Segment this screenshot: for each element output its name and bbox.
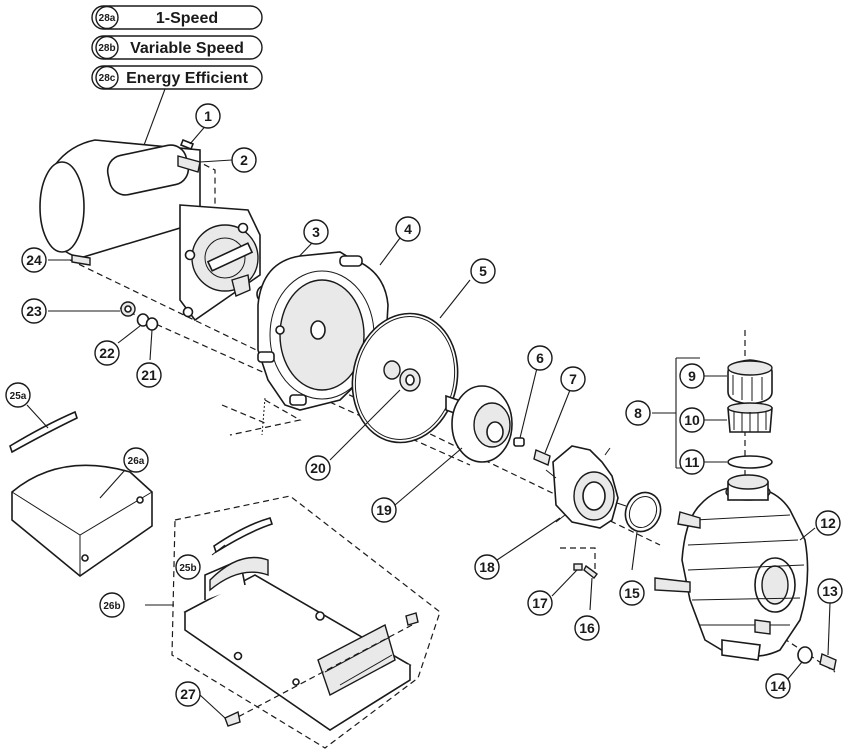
svg-text:25b: 25b: [179, 563, 196, 574]
callout-18: 18: [474, 554, 500, 580]
callout-17: 17: [527, 590, 553, 616]
part-6-7-fasteners: [513, 367, 571, 466]
callout-24: 24: [21, 247, 47, 273]
callout-20: 20: [305, 455, 331, 481]
svg-text:26b: 26b: [103, 601, 120, 612]
part-25a-strap: [9, 404, 78, 454]
svg-text:22: 22: [99, 345, 115, 361]
callout-2: 2: [231, 147, 257, 173]
svg-text:14: 14: [770, 678, 786, 694]
svg-text:26a: 26a: [128, 456, 145, 467]
callout-7: 7: [560, 366, 586, 392]
svg-text:23: 23: [26, 303, 42, 319]
part-15-gasket: [624, 491, 662, 571]
callout-21: 21: [136, 362, 162, 388]
callout-26b: 26b: [99, 592, 125, 618]
part-18-diffuser: [496, 445, 627, 561]
svg-text:16: 16: [579, 620, 595, 636]
legend-code: 28c: [99, 73, 116, 84]
callout-22: 22: [94, 340, 120, 366]
leader-27: [199, 694, 226, 719]
svg-text:24: 24: [26, 252, 42, 268]
callout-23: 23: [21, 298, 47, 324]
svg-text:9: 9: [688, 368, 696, 384]
part-20-shaft-seal: [329, 360, 421, 461]
callout-9: 9: [679, 363, 705, 389]
callout-3: 3: [303, 219, 329, 245]
part-26b-base: [145, 495, 441, 749]
legend-code: 28a: [99, 13, 116, 24]
motor: [39, 139, 261, 322]
svg-text:5: 5: [479, 263, 487, 279]
svg-text:15: 15: [624, 585, 640, 601]
part-25b-strap: [211, 517, 274, 556]
callout-11: 11: [679, 449, 705, 475]
part-13-14-drain: [786, 602, 837, 681]
svg-text:20: 20: [310, 460, 326, 476]
part-1-2-hardware: [177, 122, 233, 173]
callout-15: 15: [619, 580, 645, 606]
callout-8: 8: [625, 400, 651, 426]
svg-text:27: 27: [180, 686, 196, 702]
svg-text:18: 18: [479, 559, 495, 575]
legend-label: 1-Speed: [156, 10, 218, 27]
svg-text:17: 17: [532, 595, 548, 611]
svg-text:25a: 25a: [10, 391, 27, 402]
svg-text:12: 12: [820, 515, 836, 531]
callout-13: 13: [817, 578, 843, 604]
svg-text:4: 4: [404, 221, 412, 237]
svg-text:8: 8: [634, 405, 642, 421]
callout-4: 4: [395, 216, 421, 242]
callout-1: 1: [195, 103, 221, 129]
callout-16: 16: [574, 615, 600, 641]
callout-6: 6: [527, 345, 553, 371]
callout-25b: 25b: [175, 554, 201, 580]
strainer-parts: [652, 357, 773, 469]
legend-label: Energy Efficient: [126, 70, 248, 87]
legend-code: 28b: [98, 43, 115, 54]
callout-27: 27: [175, 681, 201, 707]
callouts: 1 2 3 4 5 6 7 8 9 10 11 12 13 14 15 16 1…: [5, 103, 843, 707]
part-26a-cradle: [11, 464, 153, 578]
legend-label: Variable Speed: [130, 40, 244, 57]
svg-text:7: 7: [569, 371, 577, 387]
legend-item-28c: 28c Energy Efficient: [91, 65, 263, 90]
callout-26a: 26a: [123, 447, 149, 473]
callout-25a: 25a: [5, 382, 31, 408]
svg-text:1: 1: [204, 108, 212, 124]
svg-text:6: 6: [536, 350, 544, 366]
part-19-impeller: [394, 385, 513, 506]
callout-10: 10: [679, 407, 705, 433]
part-16-17-plugs: [551, 563, 598, 611]
part-12-pump-housing: [654, 474, 816, 661]
left-small-parts: [48, 254, 159, 361]
callout-14: 14: [765, 673, 791, 699]
svg-text:21: 21: [141, 367, 157, 383]
callout-19: 19: [371, 497, 397, 523]
svg-text:10: 10: [684, 412, 700, 428]
legend: 28a 1-Speed 28b Variable Speed 28c Energ…: [91, 5, 263, 189]
callout-12: 12: [815, 510, 841, 536]
svg-text:13: 13: [822, 583, 838, 599]
svg-text:3: 3: [312, 224, 320, 240]
legend-item-28b: 28b Variable Speed: [91, 35, 263, 60]
legend-item-28a: 28a 1-Speed: [91, 5, 263, 30]
svg-text:2: 2: [240, 152, 248, 168]
svg-text:11: 11: [685, 454, 700, 470]
svg-text:19: 19: [376, 502, 392, 518]
callout-5: 5: [470, 258, 496, 284]
